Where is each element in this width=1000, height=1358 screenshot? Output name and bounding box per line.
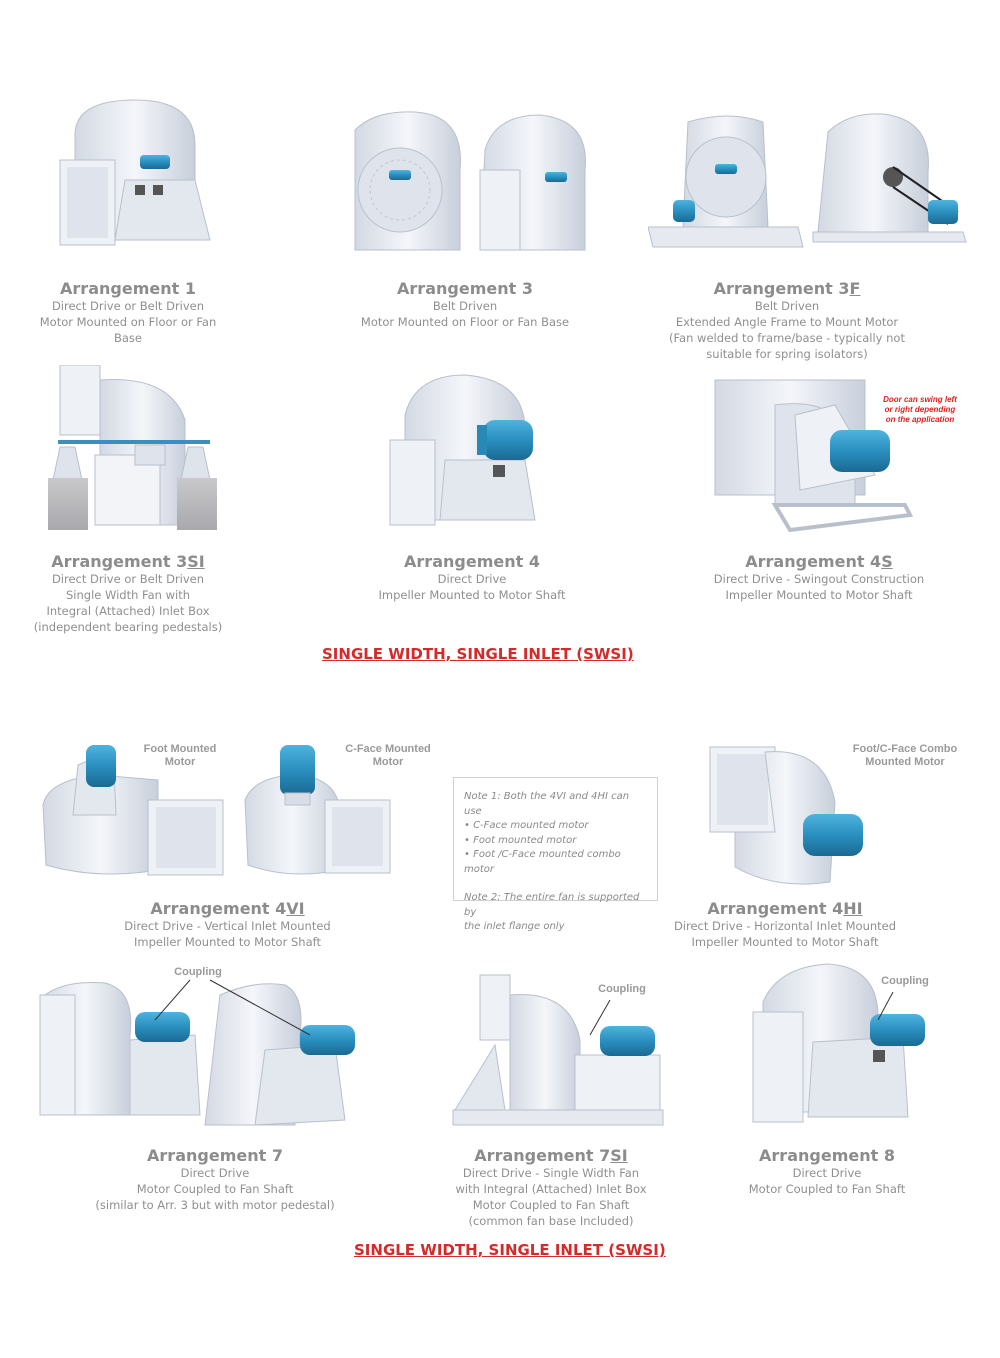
arrangement-7-line: (similar to Arr. 3 but with motor pedest… [95, 1198, 335, 1212]
arrangement-4hi-figure [709, 746, 863, 885]
arrangement-1-line: Direct Drive or Belt Driven [51, 299, 205, 313]
door-note-line: Door can swing left [883, 395, 957, 404]
arrangement-7-figure [39, 979, 355, 1126]
note-1: Note 1: Both the 4VI and 4HI can use [464, 791, 630, 817]
note-2: Note 2: The entire fan is supported by [464, 892, 640, 918]
note-box: Note 1: Both the 4VI and 4HI can use • C… [453, 777, 658, 932]
arrangement-4-line: Impeller Mounted to Motor Shaft [378, 588, 566, 602]
arrangement-8-figure [752, 963, 925, 1123]
section-label-bottom: SINGLE WIDTH, SINGLE INLET (SWSI) [354, 1241, 666, 1259]
arrangement-8-title: Arrangement 8 [759, 1146, 895, 1165]
cface-mounted-line: C-Face Mounted [345, 743, 431, 755]
arrangement-7-line: Direct Drive [180, 1166, 250, 1180]
arrangement-3-caption: Arrangement 3 Belt Driven Motor Mounted … [340, 280, 590, 330]
coupling-label-arr7si: Coupling [598, 983, 646, 995]
arrangement-4-line: Direct Drive [437, 572, 507, 586]
arrangement-7si-caption: Arrangement 7SI Direct Drive - Single Wi… [436, 1147, 666, 1229]
arrangement-4hi-line: Impeller Mounted to Motor Shaft [691, 935, 879, 949]
arrangement-3-title: Arrangement 3 [397, 279, 533, 298]
arrangement-3f-caption: Arrangement 3F Belt Driven Extended Angl… [667, 280, 907, 362]
foot-mounted-label: Foot Mounted Motor [135, 743, 225, 769]
arrangement-3f-line: (Fan welded to frame/base - typically no… [669, 331, 905, 345]
door-swing-note: Door can swing left or right depending o… [875, 395, 965, 425]
arrangement-7-caption: Arrangement 7 Direct Drive Motor Coupled… [95, 1147, 335, 1213]
arrangement-1-caption: Arrangement 1 Direct Drive or Belt Drive… [28, 280, 228, 346]
arrangement-8-caption: Arrangement 8 Direct Drive Motor Coupled… [722, 1147, 932, 1197]
arrangement-4vi-caption: Arrangement 4VI Direct Drive - Vertical … [110, 900, 345, 950]
arrangement-7si-line: (common fan base Included) [468, 1214, 634, 1228]
arrangement-4vi-title: Arrangement 4VI [150, 899, 305, 918]
arrangement-3f-line: Extended Angle Frame to Mount Motor [675, 315, 899, 329]
door-note-line: on the application [885, 415, 955, 424]
arrangement-4hi-caption: Arrangement 4HI Direct Drive - Horizonta… [665, 900, 905, 950]
arrangement-4-figure [389, 374, 536, 526]
note-bullet: • Foot /C-Face mounted combo motor [464, 849, 621, 875]
combo-mounted-label: Foot/C-Face Combo Mounted Motor [845, 743, 965, 769]
section-label-top: SINGLE WIDTH, SINGLE INLET (SWSI) [322, 645, 634, 663]
arrangement-4s-line: Impeller Mounted to Motor Shaft [725, 588, 913, 602]
combo-mounted-line: Mounted Motor [865, 756, 945, 768]
arrangement-4vi-cface-figure [244, 745, 391, 875]
arrangement-8-line: Direct Drive [792, 1166, 862, 1180]
foot-mounted-line: Motor [164, 756, 196, 768]
arrangement-7si-title: Arrangement 7SI [474, 1146, 628, 1165]
arrangement-4vi-foot-figure [42, 745, 224, 876]
arrangement-3-line: Motor Mounted on Floor or Fan Base [360, 315, 570, 329]
coupling-label-arr7: Coupling [174, 966, 222, 978]
arrangement-4-caption: Arrangement 4 Direct Drive Impeller Moun… [357, 553, 587, 603]
arrangement-7si-line: with Integral (Attached) Inlet Box [455, 1182, 647, 1196]
arrangement-1-figure [59, 99, 211, 246]
arrangement-7si-figure [452, 974, 664, 1126]
arrangement-7-line: Motor Coupled to Fan Shaft [136, 1182, 294, 1196]
arrangement-3si-caption: Arrangement 3SI Direct Drive or Belt Dri… [28, 553, 228, 635]
arrangement-3-line: Belt Driven [432, 299, 498, 313]
arrangement-4vi-line: Impeller Mounted to Motor Shaft [134, 935, 321, 949]
door-note-line: or right depending [884, 405, 956, 414]
arrangement-3si-line: (independent bearing pedestals) [33, 620, 223, 634]
arrangement-4s-line: Direct Drive - Swingout Construction [713, 572, 925, 586]
arrangement-1-line: Motor Mounted on Floor or Fan Base [39, 315, 217, 345]
coupling-label-arr8: Coupling [881, 975, 929, 987]
note-bullet: • Foot mounted motor [464, 834, 577, 846]
arrangement-3f-title: Arrangement 3F [713, 279, 861, 298]
arrangement-4-title: Arrangement 4 [404, 552, 540, 571]
arrangement-3f-line: suitable for spring isolators) [706, 347, 868, 361]
arrangement-3-figure [354, 111, 586, 251]
arrangement-4vi-line: Direct Drive - Vertical Inlet Mounted [124, 919, 331, 933]
arrangement-3si-line: Integral (Attached) Inlet Box [46, 604, 210, 618]
arrangement-3f-line: Belt Driven [754, 299, 820, 313]
cface-mounted-line: Motor [372, 756, 404, 768]
arrangement-4s-caption: Arrangement 4S Direct Drive - Swingout C… [694, 553, 944, 603]
arrangement-8-line: Motor Coupled to Fan Shaft [748, 1182, 906, 1196]
combo-mounted-line: Foot/C-Face Combo [852, 743, 958, 755]
arrangement-3si-title: Arrangement 3SI [51, 552, 205, 571]
arrangement-7si-line: Direct Drive - Single Width Fan [462, 1166, 640, 1180]
foot-mounted-line: Foot Mounted [143, 743, 217, 755]
arrangement-4hi-title: Arrangement 4HI [707, 899, 863, 918]
arrangement-4s-title: Arrangement 4S [745, 552, 893, 571]
arrangement-1-title: Arrangement 1 [60, 279, 196, 298]
arrangement-3si-figure [48, 365, 217, 530]
note-2: the inlet flange only [464, 921, 565, 932]
note-bullet: • C-Face mounted motor [464, 820, 589, 831]
arrangement-4s-figure [714, 379, 914, 533]
arrangement-7si-line: Motor Coupled to Fan Shaft [472, 1198, 630, 1212]
arrangement-4hi-line: Direct Drive - Horizontal Inlet Mounted [673, 919, 897, 933]
arrangement-7-title: Arrangement 7 [147, 1146, 283, 1165]
arrangement-3si-line: Single Width Fan with [65, 588, 191, 602]
arrangement-3si-line: Direct Drive or Belt Driven [51, 572, 205, 586]
cface-mounted-label: C-Face Mounted Motor [338, 743, 438, 769]
arrangement-3f-figure [648, 113, 967, 248]
